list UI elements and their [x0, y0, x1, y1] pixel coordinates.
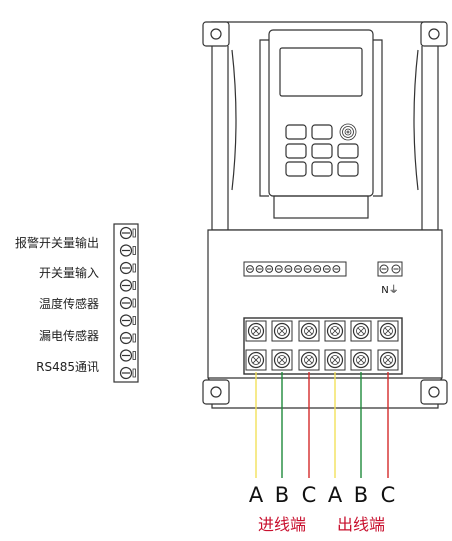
screw-terminal-icon: [119, 331, 136, 345]
power-screw-icon: [271, 349, 293, 371]
screw-terminal-icon: [274, 265, 283, 273]
power-terminal-block: [243, 317, 403, 375]
speaker-icon: [339, 123, 357, 141]
screw-terminal-icon: [119, 261, 136, 275]
side-terminal-strip: [113, 223, 139, 383]
wires: [255, 372, 389, 478]
phase-label-b-out: B: [354, 483, 368, 507]
rs485-label: RS485通讯: [36, 360, 99, 374]
screw-terminal-icon: [119, 296, 136, 310]
screw-terminal-icon: [255, 265, 264, 273]
phase-label-a-in: A: [249, 483, 264, 507]
power-screw-icon: [245, 320, 267, 342]
screw-terminal-icon: [265, 265, 274, 273]
screw-terminal-icon: [391, 264, 401, 274]
screw-terminal-icon: [246, 265, 254, 273]
phase-label-a-out: A: [328, 483, 343, 507]
alarm-output-label: 报警开关量输出: [15, 235, 99, 250]
phase-label-c-out: C: [381, 483, 396, 507]
screw-terminal-icon: [119, 279, 136, 292]
screw-terminal-icon: [119, 244, 136, 257]
screw-terminal-icon: [119, 314, 136, 327]
power-screw-icon: [377, 349, 399, 371]
n-ground-terminal: N⏚: [377, 261, 403, 296]
temperature-sensor-label: 温度传感器: [39, 296, 99, 311]
screw-terminal-icon: [119, 366, 136, 380]
side-labels: 报警开关量输出 开关量输入 温度传感器 漏电传感器 RS485通讯: [15, 235, 99, 374]
screw-terminal-icon: [294, 265, 302, 273]
n-ground-label: N⏚: [381, 284, 398, 296]
power-screw-icon: [245, 349, 267, 371]
screw-terminal-icon: [379, 264, 389, 274]
screw-terminal-icon: [322, 265, 331, 273]
screw-terminal-icon: [313, 265, 322, 273]
signal-terminal-strip: [243, 261, 347, 277]
power-screw-icon: [298, 320, 320, 342]
power-screw-icon: [350, 349, 372, 371]
screw-terminal-icon: [119, 226, 136, 240]
power-screw-icon: [377, 320, 399, 342]
inlet-label: 进线端: [258, 515, 306, 534]
power-screw-icon: [324, 349, 346, 371]
power-screw-icon: [271, 320, 293, 342]
switch-input-label: 开关量输入: [39, 265, 99, 280]
screw-terminal-icon: [119, 349, 136, 362]
screw-terminal-icon: [284, 265, 293, 273]
outlet-label: 出线端: [337, 515, 385, 534]
power-screw-icon: [324, 320, 346, 342]
leakage-sensor-label: 漏电传感器: [39, 328, 99, 343]
power-screw-icon: [350, 320, 372, 342]
screw-terminal-icon: [303, 265, 312, 273]
phase-label-c-in: C: [302, 483, 317, 507]
phase-labels: A B C A B C: [249, 483, 396, 507]
power-screw-icon: [298, 349, 320, 371]
phase-label-b-in: B: [275, 483, 289, 507]
keypad: [285, 124, 359, 177]
screw-terminal-icon: [332, 265, 341, 273]
